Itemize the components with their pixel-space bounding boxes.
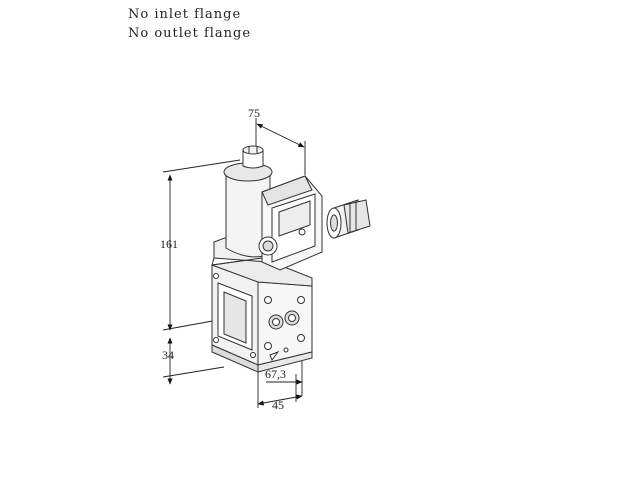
dim-total-height: 161 (160, 237, 178, 251)
solenoid-coil (223, 145, 323, 271)
dim-top-width: 75 (248, 106, 260, 120)
cable-gland (326, 199, 371, 239)
dim-bottom-width: 45 (272, 398, 284, 412)
note-outlet-flange: No outlet flange (128, 26, 252, 41)
dim-base-height: 34 (162, 348, 174, 362)
note-inlet-flange: No inlet flange (128, 7, 242, 22)
dim-depth: 67,3 (265, 367, 286, 381)
valve-base (211, 257, 313, 373)
